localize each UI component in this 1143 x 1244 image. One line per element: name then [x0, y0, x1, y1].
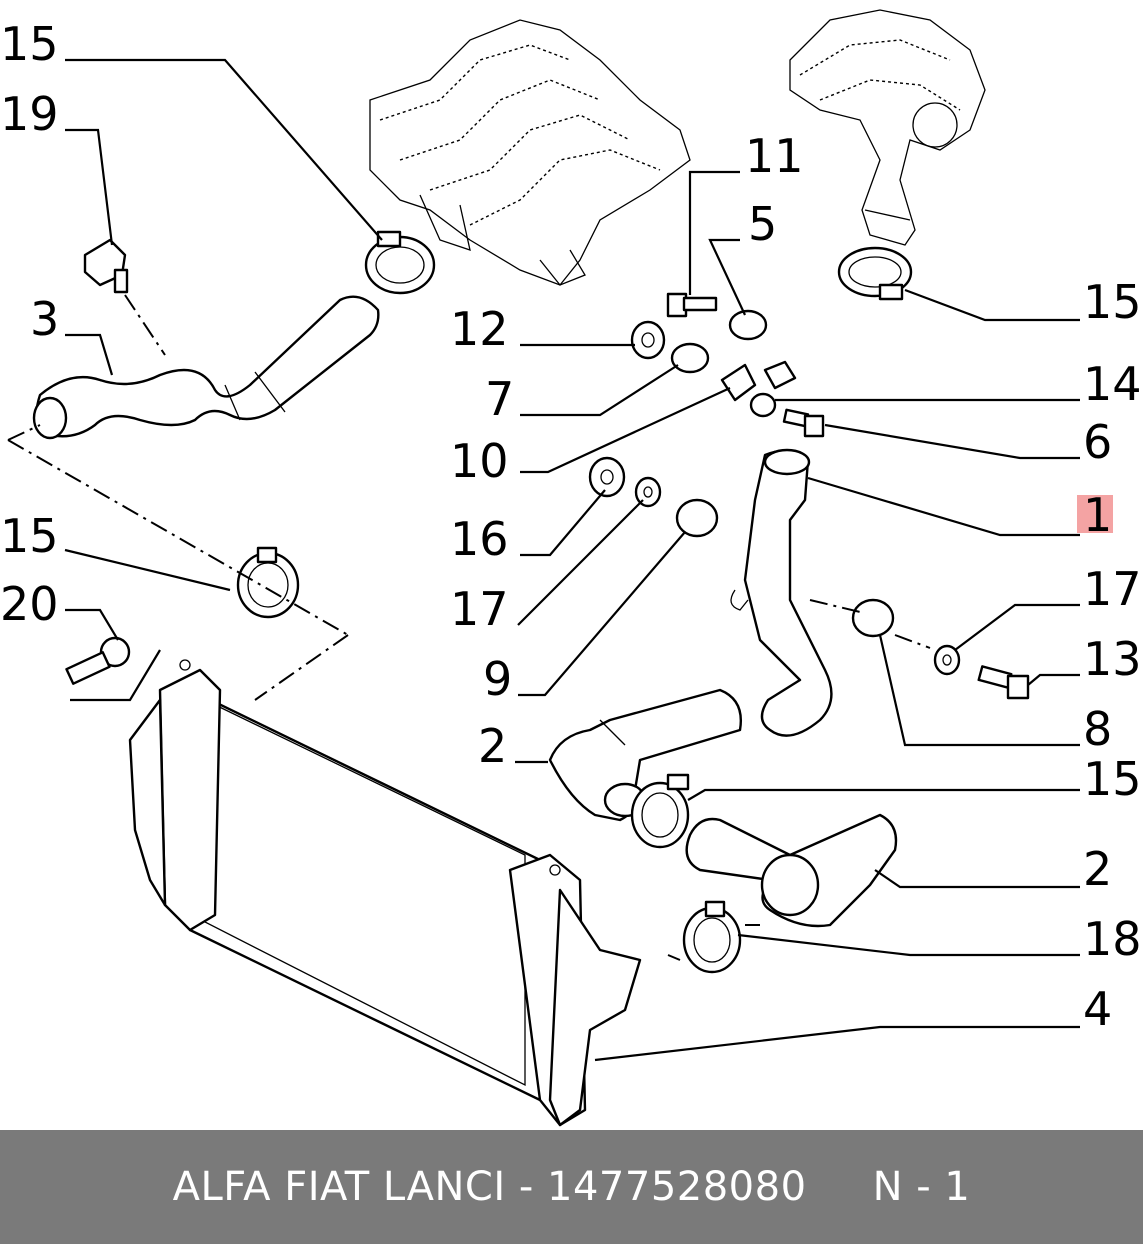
bolt-13 [977, 665, 1030, 700]
clamp-15-middle [630, 773, 690, 849]
clamp-15-left [236, 546, 300, 619]
washer-17-right [933, 644, 961, 676]
callout-5: 5 [748, 197, 777, 251]
callout-labels: 15 19 3 15 20 11 5 12 7 10 16 17 9 2 15 … [0, 17, 1142, 1036]
callout-4: 4 [1083, 982, 1112, 1036]
callout-1: 1 [1083, 488, 1112, 542]
spacer-9 [675, 498, 719, 538]
intake-manifold [369, 19, 691, 286]
callout-18: 18 [1083, 912, 1142, 966]
clamp-18 [682, 900, 742, 974]
nut-16 [588, 456, 626, 498]
bolt-6 [782, 408, 825, 438]
hose-3 [32, 295, 380, 440]
callout-14: 14 [1083, 357, 1142, 411]
leader-lines [64, 58, 1080, 1062]
clamp-15-top [364, 230, 436, 295]
callout-15-top: 15 [0, 17, 59, 71]
callout-15-middle: 15 [1083, 752, 1142, 806]
bracket-10 [720, 360, 797, 402]
bolt-11 [666, 292, 718, 318]
callout-7: 7 [485, 372, 514, 426]
footer-text: ALFA FIAT LANCI - 1477528080 N - 1 [173, 1164, 971, 1210]
callout-8: 8 [1083, 702, 1112, 756]
callout-6: 6 [1083, 415, 1112, 469]
sensor-19 [83, 238, 129, 294]
callout-20: 20 [0, 577, 59, 631]
callout-2-upper: 2 [478, 719, 507, 773]
highlight-callout-1 [1077, 495, 1113, 533]
callout-10: 10 [450, 434, 509, 488]
pipe-1 [730, 448, 833, 737]
washer-17-left [634, 476, 662, 508]
footer-brand: ALFA FIAT LANCI [172, 1164, 506, 1210]
callout-16: 16 [450, 512, 509, 566]
spacer-5 [728, 309, 768, 341]
callout-15-left: 15 [0, 509, 59, 563]
intercooler-4 [128, 659, 642, 1127]
callout-17-right: 17 [1083, 562, 1142, 616]
nut-12 [630, 320, 666, 360]
spacer-7 [670, 342, 710, 374]
callout-13: 13 [1083, 632, 1142, 686]
callout-19: 19 [0, 87, 59, 141]
parts-diagram: 15 19 3 15 20 11 5 12 7 10 16 17 9 2 15 … [0, 9, 1142, 1127]
washer-14 [749, 392, 777, 418]
hose-2-lower [685, 813, 898, 928]
callout-11: 11 [745, 129, 804, 183]
footer-separator: - [505, 1164, 548, 1210]
spacer-8 [851, 598, 895, 638]
turbocharger [789, 9, 986, 246]
callout-15-right: 15 [1083, 275, 1142, 329]
clamp-15-right [837, 246, 913, 301]
callout-17-left: 17 [450, 582, 509, 636]
footer-page-label: N - 1 [872, 1164, 971, 1210]
bolt-20 [65, 636, 131, 685]
callout-3: 3 [30, 292, 59, 346]
assembly-lines [7, 294, 931, 961]
callout-9: 9 [483, 652, 512, 706]
footer-part-number: 1477528080 [547, 1164, 807, 1210]
callout-12: 12 [450, 302, 509, 356]
callout-2-lower: 2 [1083, 842, 1112, 896]
footer-bar: ALFA FIAT LANCI - 1477528080 N - 1 [0, 1130, 1143, 1244]
